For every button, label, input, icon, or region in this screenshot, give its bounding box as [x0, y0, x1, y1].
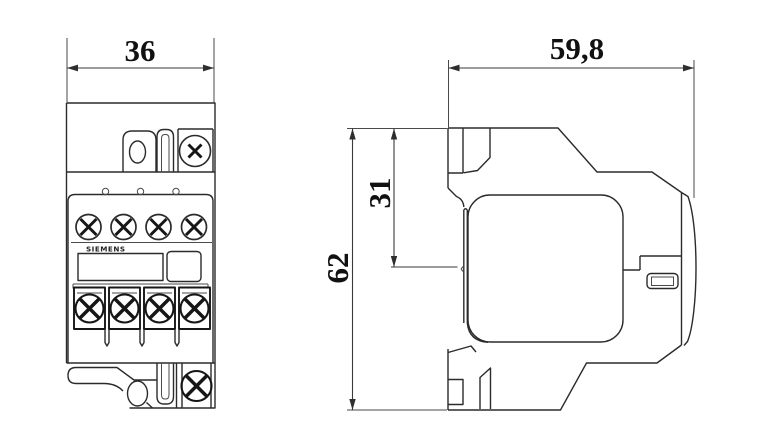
arrow-left-icon: [448, 64, 460, 72]
side-din-tab-top: [447, 128, 491, 208]
screw-icon: [180, 213, 208, 241]
din-clip-bottom-outer: [156, 363, 175, 405]
terminal-screw-icon: [143, 286, 176, 330]
side-foot: [447, 345, 492, 410]
dim-label-side-height: 62: [320, 253, 355, 284]
front-body-outline: [65, 102, 216, 409]
side-slot: [646, 272, 679, 290]
brand-label: SIEMENS: [86, 245, 126, 254]
release-pull-tab: [126, 380, 149, 407]
din-clip-top-inner: [161, 134, 170, 172]
side-bottom-profile: [448, 344, 682, 411]
mounting-lug: [122, 130, 157, 172]
screw-icon: [180, 369, 213, 403]
screw-icon: [110, 213, 137, 241]
arrow-down-icon: [390, 256, 398, 267]
rail-notch: [460, 265, 465, 273]
terminal-screw-icon: [73, 286, 106, 330]
side-view: [447, 127, 697, 411]
front-bottom-section: [67, 363, 213, 409]
arrow-down-icon: [349, 399, 356, 410]
screw-icon: [178, 134, 212, 168]
wire-slot: [104, 329, 110, 347]
mounting-lug-hole: [128, 140, 147, 164]
pin-nub: [101, 187, 110, 196]
front-terminal-row: [73, 286, 211, 347]
arrow-up-icon: [390, 128, 398, 140]
dim-side-height: 62: [320, 128, 447, 411]
screw-icon: [145, 213, 172, 241]
pin-nub: [136, 187, 145, 196]
rating-label-plate: [77, 252, 164, 282]
front-top-section: [122, 128, 214, 172]
dim-label-rail-offset: 31: [362, 178, 397, 209]
terminal-screw-icon: [178, 286, 211, 330]
side-front-face: [680, 191, 697, 346]
dim-label-side-width: 59,8: [550, 31, 604, 66]
wire-slot: [139, 329, 145, 347]
side-coil-body: [467, 194, 624, 343]
wire-slot: [174, 329, 180, 347]
din-clip-top-outer: [156, 128, 175, 172]
side-step: [623, 255, 682, 271]
small-label-plate: [166, 250, 202, 283]
side-rail-rib: [460, 208, 489, 343]
dim-side-width: 59,8: [448, 31, 695, 198]
pin-nub: [172, 187, 180, 196]
front-view: SIEMENS: [65, 102, 216, 409]
arrow-right-icon: [683, 64, 694, 72]
release-clip-strip: [67, 366, 157, 392]
screw-icon: [75, 213, 102, 241]
side-top-profile: [448, 127, 682, 194]
terminal-screw-icon: [108, 286, 141, 330]
dim-front-width: 36: [66, 33, 215, 103]
front-middle-section: SIEMENS: [67, 187, 214, 363]
arrow-up-icon: [349, 128, 356, 140]
din-clip-bottom-inner: [161, 363, 170, 400]
arrow-right-icon: [203, 64, 214, 72]
dim-rail-offset: 31: [362, 128, 458, 268]
dim-label-front-width: 36: [125, 33, 156, 68]
top-terminal-box: [177, 128, 214, 172]
arrow-left-icon: [67, 64, 78, 72]
